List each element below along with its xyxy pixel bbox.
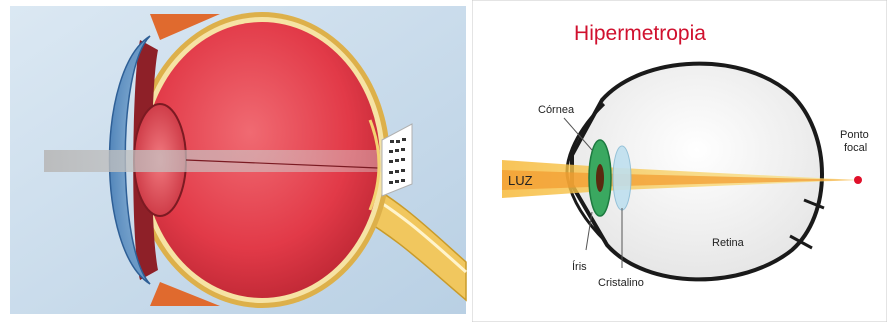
label-focal-point-line1: Ponto <box>840 129 869 141</box>
hyperopia-diagram-panel: Hipermetropia Córnea LUZ <box>472 0 887 322</box>
hyperopia-diagram: Hipermetropia Córnea LUZ <box>472 0 887 322</box>
eye-cross-section-panel <box>0 0 472 322</box>
label-cornea: Córnea <box>538 104 575 116</box>
label-light: LUZ <box>508 173 533 188</box>
label-lens: Cristalino <box>598 277 644 289</box>
focal-point-dot <box>854 176 862 184</box>
pupil <box>596 164 604 192</box>
label-iris: Íris <box>572 260 587 273</box>
lens-shape <box>613 146 631 210</box>
label-retina: Retina <box>712 237 745 249</box>
label-focal-point-line2: focal <box>844 142 867 154</box>
eye-cross-section-illustration <box>0 0 472 322</box>
diagram-title: Hipermetropia <box>574 22 706 45</box>
